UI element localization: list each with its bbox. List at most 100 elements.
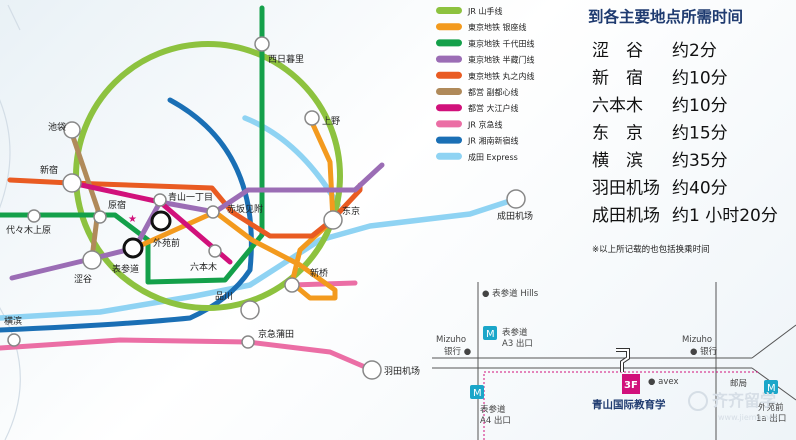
- station-shinjuku-marker: [62, 173, 82, 193]
- legend-label: 東京地铁 银座线: [468, 22, 527, 32]
- school-building-marker: [622, 374, 640, 394]
- station-nishinippori-marker: [254, 36, 270, 52]
- travel-time-value: 约10分: [672, 69, 728, 89]
- travel-time-place: 六本木: [592, 96, 643, 116]
- legend-swatch: [436, 88, 462, 95]
- svg-text:M: M: [767, 383, 776, 394]
- svg-text:M: M: [486, 329, 495, 340]
- station-harajuku-marker: [93, 210, 107, 224]
- area-exit-a3-2: A3 出口: [502, 338, 533, 349]
- legend-swatch: [436, 71, 462, 79]
- stations: 西日暮里 上野 池袋 新宿 青山一丁目 赤坂见附 原宿 ★ 代々木上原 外苑前 …: [4, 36, 533, 380]
- station-narita-marker: [506, 189, 526, 209]
- area-exit-right-2: 1a 出口: [756, 413, 786, 424]
- station-shinjuku: 新宿: [40, 164, 58, 176]
- legend-swatch: [436, 39, 462, 47]
- station-tokyo: 东京: [342, 205, 360, 217]
- station-omotesando-marker: [122, 237, 144, 259]
- legend-label: 成田 Express: [468, 152, 518, 162]
- svg-text:M: M: [473, 388, 482, 399]
- legend-label: 東京地铁 半藏门线: [468, 55, 535, 65]
- school-star-icon: ★: [128, 214, 137, 225]
- line-narita-express: [0, 196, 519, 321]
- station-ueno-marker: [304, 110, 320, 126]
- travel-times: 到各主要地点所需时间 涩 谷约2分新 宿约10分六本木约10分东 京约15分横 …: [588, 7, 778, 255]
- travel-time-place: 羽田机场: [592, 179, 660, 199]
- travel-time-place: 东 京: [592, 124, 643, 144]
- watermark-url: www.jiemo.net: [718, 413, 777, 422]
- travel-time-value: 约10分: [672, 96, 728, 116]
- travel-times-rows: 涩 谷约2分新 宿约10分六本木约10分东 京约15分横 滨约35分羽田机场约4…: [592, 41, 778, 226]
- station-nishinippori: 西日暮里: [268, 53, 304, 65]
- legend-swatch: [436, 23, 462, 31]
- legend-swatch: [436, 55, 462, 63]
- travel-time-place: 涩 谷: [592, 41, 643, 61]
- legend-swatch: [436, 120, 462, 128]
- station-shinagawa-marker: [240, 300, 260, 320]
- area-floor: 3F: [624, 380, 638, 391]
- station-shinbashi-marker: [284, 277, 300, 293]
- station-shibuya: 涩谷: [74, 274, 92, 285]
- decorative-arcs: [0, 4, 21, 440]
- legend-label: JR 京急线: [467, 119, 502, 129]
- station-shinagawa: 品川: [215, 291, 233, 302]
- station-tokyo-marker: [323, 210, 343, 230]
- travel-times-note: ※以上所记载的也包括换乘时间: [592, 244, 710, 255]
- line-fukutoshin: [67, 125, 101, 261]
- line-chiyoda: [0, 5, 265, 285]
- travel-time-place: 新 宿: [592, 69, 643, 89]
- area-school: 青山国际教育学: [592, 398, 666, 411]
- station-haneda-marker: [362, 360, 382, 380]
- legend-label: JR 山手线: [467, 6, 502, 16]
- area-exit-a4-2: A4 出口: [480, 415, 511, 426]
- line-keikyu: [0, 337, 375, 373]
- legend-swatch: [436, 136, 462, 144]
- travel-time-value: 约15分: [672, 124, 728, 144]
- legend-swatch: [436, 152, 462, 160]
- area-exit-right-1: 外苑前: [758, 402, 784, 413]
- area-avex: ● avex: [648, 377, 678, 387]
- station-haneda: 羽田机场: [384, 365, 420, 377]
- metro-exit-a4-icon: [470, 385, 484, 399]
- area-hills: ● 表参道 Hills: [482, 288, 539, 299]
- station-shinbashi: 新桥: [310, 267, 328, 279]
- travel-time-value: 约35分: [672, 151, 728, 171]
- station-roppongi: 六本木: [190, 261, 217, 273]
- watermark-brand: 齐齐留学: [712, 391, 776, 410]
- area-mizuho-right-1: Mizuho: [682, 335, 712, 345]
- station-yoyogi-marker: [27, 209, 41, 223]
- station-gaienmae-marker: [150, 210, 172, 232]
- travel-time-value: 约2分: [672, 41, 717, 61]
- station-harajuku: 原宿: [108, 199, 126, 211]
- station-gaienmae: 外苑前: [153, 237, 180, 249]
- station-narita: 成田机场: [497, 210, 533, 222]
- station-aoyama-marker: [153, 193, 167, 207]
- station-ikebukuro: 池袋: [48, 121, 66, 133]
- area-post: 邮局: [730, 378, 747, 389]
- travel-time-place: 横 滨: [592, 151, 643, 171]
- legend-label: 東京地铁 千代田线: [468, 38, 535, 48]
- station-yoyogi: 代々木上原: [6, 224, 51, 236]
- metro-exit-a3-icon: [483, 326, 497, 340]
- station-ikebukuro-marker: [63, 121, 81, 139]
- station-shibuya-marker: [82, 250, 102, 270]
- area-mizuho-left-2: 银行 ●: [444, 346, 471, 357]
- line-marunouchi: [7, 177, 363, 239]
- metro-exit-1a-icon: [764, 380, 778, 394]
- line-shonan-shinjuku: [0, 97, 254, 333]
- watermark: 齐齐留学 www.jiemo.net: [688, 391, 777, 422]
- legend-swatch: [436, 104, 462, 112]
- station-ueno: 上野: [322, 116, 340, 127]
- area-mizuho-right-2: ● 银行: [690, 346, 718, 357]
- legend-label: 東京地铁 丸之内线: [468, 71, 535, 81]
- area-mizuho-left-1: Mizuho: [436, 335, 466, 345]
- travel-time-value: 约40分: [672, 179, 728, 199]
- travel-times-title: 到各主要地点所需时间: [588, 7, 743, 26]
- legend-label: 都営 副都心线: [468, 87, 519, 97]
- station-keikyu: 京急蒲田: [258, 328, 294, 340]
- area-map: ● 表参道 Hills Mizuho 银行 ● M 表参道 A3 出口 Mizu…: [432, 282, 796, 440]
- station-yokohama: 横滨: [4, 315, 22, 327]
- station-yokohama-marker: [7, 333, 21, 347]
